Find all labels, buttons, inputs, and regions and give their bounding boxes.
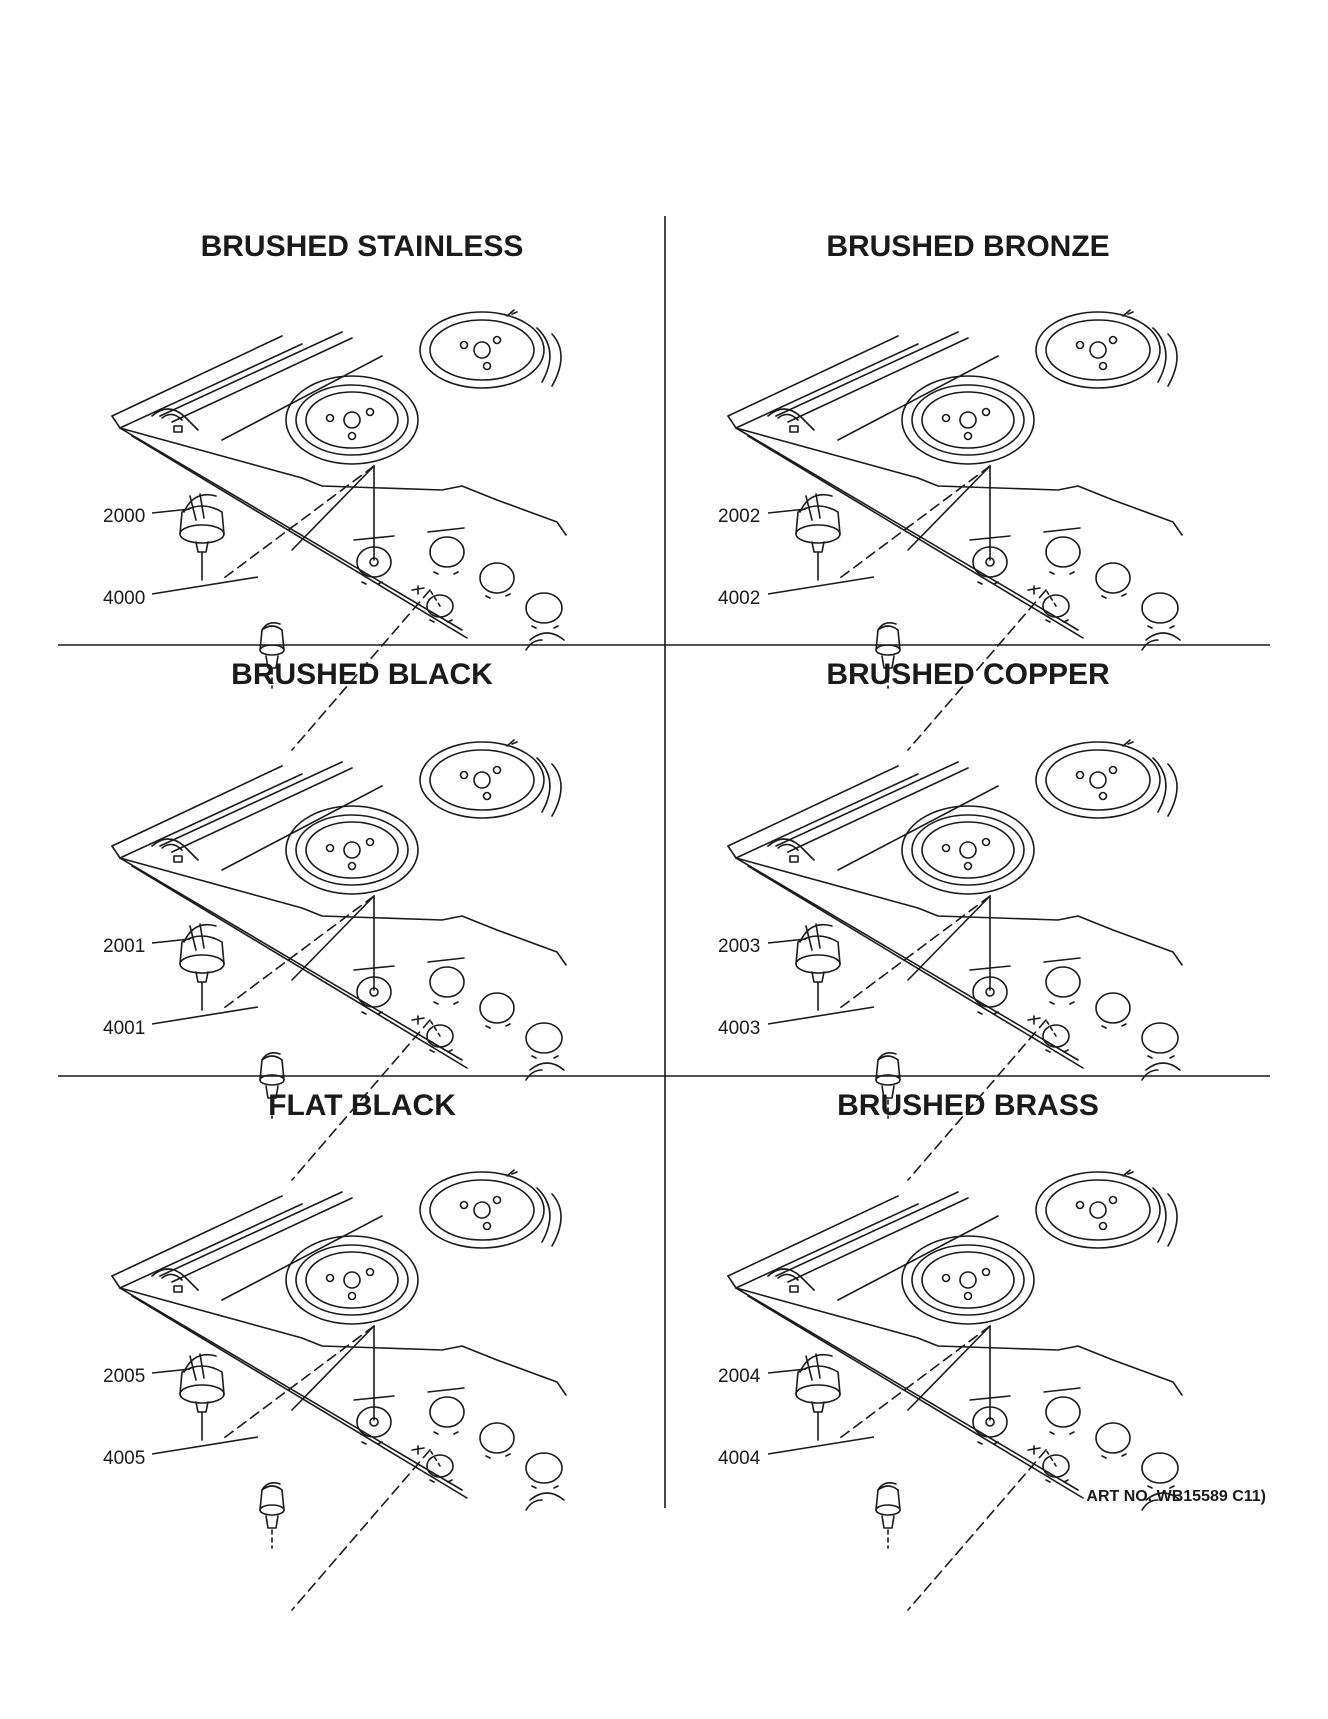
cap-part-number: 4001 bbox=[103, 1018, 145, 1039]
panel-title: BRUSHED COPPER bbox=[826, 658, 1110, 691]
cap-part-number: 4002 bbox=[718, 588, 760, 609]
cap-part-number: 4004 bbox=[718, 1448, 761, 1469]
knob-leader-line bbox=[767, 508, 807, 514]
finish-panel: FLAT BLACK 2005 4005 bbox=[103, 1089, 567, 1611]
knob-part-number: 2001 bbox=[103, 936, 145, 957]
cap-part-number: 4000 bbox=[103, 588, 145, 609]
knob-part-number: 2002 bbox=[718, 506, 760, 527]
finish-panel: BRUSHED COPPER 2003 4003 bbox=[718, 658, 1183, 1181]
knob-leader-line bbox=[767, 938, 807, 944]
knob-leader-line bbox=[151, 1368, 191, 1374]
panel-title: FLAT BLACK bbox=[268, 1089, 456, 1122]
finish-panel: BRUSHED STAINLESS 2000 4000 bbox=[103, 230, 567, 751]
cooktop-illustration bbox=[727, 1169, 1183, 1611]
cap-leader-line bbox=[767, 1436, 875, 1455]
panel-title: BRUSHED BLACK bbox=[231, 658, 493, 691]
cap-leader-line bbox=[151, 576, 259, 595]
cap-leader-line bbox=[151, 1436, 259, 1455]
knob-part-number: 2004 bbox=[718, 1366, 761, 1387]
cap-part-number: 4003 bbox=[718, 1018, 760, 1039]
cap-leader-line bbox=[151, 1006, 259, 1025]
knob-part-number: 2000 bbox=[103, 506, 145, 527]
knob-part-number: 2003 bbox=[718, 936, 760, 957]
art-number: ART NO. WB15589 C11) bbox=[1086, 1488, 1266, 1505]
cap-leader-line bbox=[767, 1006, 875, 1025]
cooktop-illustration bbox=[111, 1169, 567, 1611]
panel-title: BRUSHED BRONZE bbox=[826, 230, 1109, 263]
knob-leader-line bbox=[151, 508, 191, 514]
finish-panel: BRUSHED BLACK 2001 4001 bbox=[103, 658, 567, 1181]
knob-part-number: 2005 bbox=[103, 1366, 145, 1387]
panel-title: BRUSHED STAINLESS bbox=[201, 230, 524, 263]
panel-title: BRUSHED BRASS bbox=[837, 1089, 1099, 1122]
cap-part-number: 4005 bbox=[103, 1448, 145, 1469]
cap-leader-line bbox=[767, 576, 875, 595]
finish-panel: BRUSHED BRASS 2004 4004 bbox=[718, 1089, 1183, 1611]
knob-leader-line bbox=[767, 1368, 807, 1374]
grid-dividers bbox=[58, 216, 1270, 1508]
knob-leader-line bbox=[151, 938, 191, 944]
finish-panel: BRUSHED BRONZE 2002 4002 bbox=[718, 230, 1183, 751]
